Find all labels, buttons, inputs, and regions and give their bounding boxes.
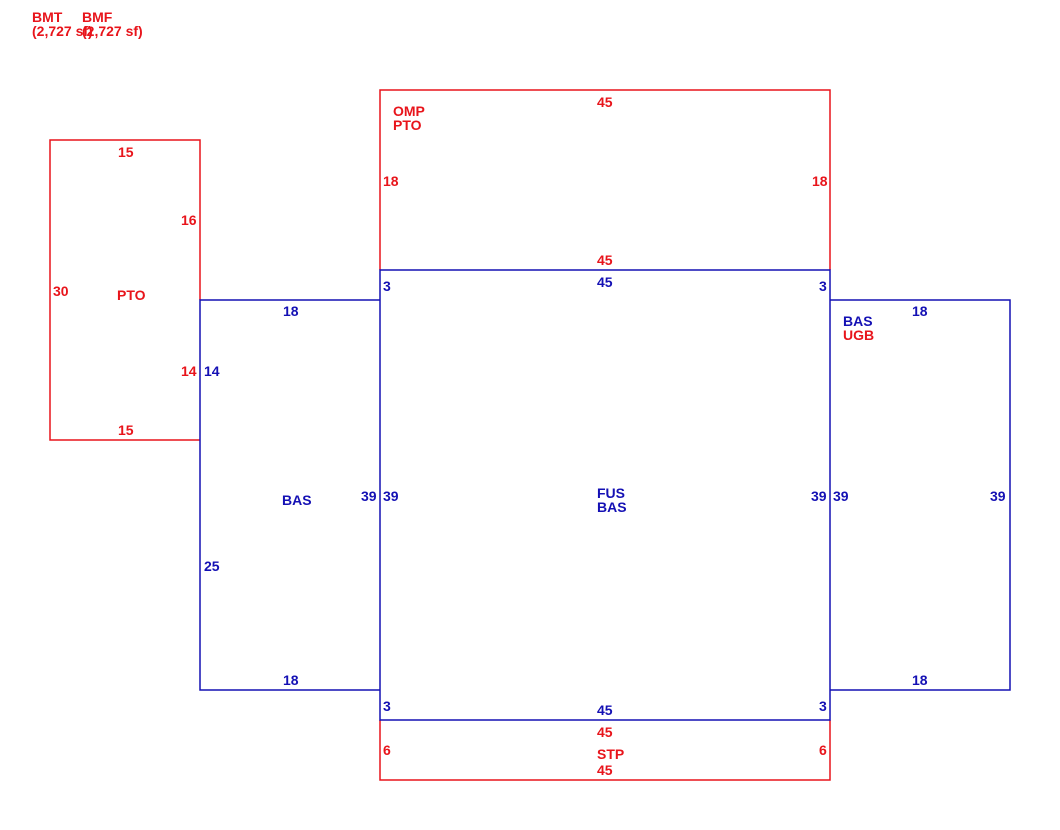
- bas-left-top-dim: 18: [283, 303, 299, 319]
- pto-left-label: PTO: [117, 287, 146, 303]
- bas-left-left-lower-dim: 25: [204, 558, 220, 574]
- fus-label: FUS: [597, 485, 625, 501]
- stp-bottom-dim: 45: [597, 762, 613, 778]
- omp-pto-label: PTO: [393, 117, 422, 133]
- ugb-label: UGB: [843, 327, 874, 343]
- bmf-area: (2,727 sf): [82, 23, 143, 39]
- pto-left-right-upper-dim: 16: [181, 212, 197, 228]
- stp-label: STP: [597, 746, 624, 762]
- fus-bas-corner-top-right: 3: [819, 278, 827, 294]
- bmt-area: (2,727 sf): [32, 23, 93, 39]
- omp-label: OMP: [393, 103, 425, 119]
- pto-left-left-dim: 30: [53, 283, 69, 299]
- fus-bas-bottom-dim: 45: [597, 702, 613, 718]
- omp-pto-top-area: 45 OMP PTO 18 18 45: [379, 89, 831, 270]
- stp-bottom-outline: [379, 720, 831, 781]
- bmf-label: BMF: [82, 9, 113, 25]
- pto-left-right-lower-dim: 14: [181, 363, 197, 379]
- bas-left-right-dim: 39: [361, 488, 377, 504]
- bas-left-left-upper-dim: 14: [204, 363, 220, 379]
- fus-bas-left-dim: 39: [383, 488, 399, 504]
- bmt-label: BMT: [32, 9, 63, 25]
- fus-bas-top-dim: 45: [597, 274, 613, 290]
- bas-ugb-bottom-dim: 18: [912, 672, 928, 688]
- bas-ugb-right-area: 18 BAS UGB 39 39 18: [830, 299, 1011, 691]
- stp-left-dim: 6: [383, 742, 391, 758]
- fus-bas-corner-top-left: 3: [383, 278, 391, 294]
- bas-ugb-top-dim: 18: [912, 303, 928, 319]
- fus-bas-corner-bottom-right: 3: [819, 698, 827, 714]
- omp-pto-top-outline: [379, 89, 831, 270]
- fus-bas-label: BAS: [597, 499, 627, 515]
- bas-ugb-right-dim: 39: [990, 488, 1006, 504]
- fus-bas-right-dim: 39: [811, 488, 827, 504]
- stp-bottom-area: 45 6 6 STP 45: [379, 720, 831, 781]
- fus-bas-center-area: 45 3 3 39 39 FUS BAS 3 3 45: [379, 269, 831, 721]
- pto-left-outline: [49, 139, 201, 441]
- stp-top-dim: 45: [597, 724, 613, 740]
- bas-ugb-left-dim: 39: [833, 488, 849, 504]
- fus-bas-center-outline: [379, 269, 831, 721]
- bas-left-bottom-dim: 18: [283, 672, 299, 688]
- bas-left-area: 18 14 39 BAS 25 18: [199, 299, 380, 691]
- bas-ugb-right-outline: [830, 299, 1011, 691]
- omp-pto-bottom-dim: 45: [597, 252, 613, 268]
- stp-right-dim: 6: [819, 742, 827, 758]
- omp-pto-left-dim: 18: [383, 173, 399, 189]
- pto-left-top-dim: 15: [118, 144, 134, 160]
- bas-right-label: BAS: [843, 313, 873, 329]
- pto-left-area: 15 16 30 PTO 14 15: [49, 139, 201, 441]
- fus-bas-corner-bottom-left: 3: [383, 698, 391, 714]
- omp-pto-top-dim: 45: [597, 94, 613, 110]
- bas-left-label: BAS: [282, 492, 312, 508]
- pto-left-bottom-dim: 15: [118, 422, 134, 438]
- bas-left-outline: [199, 299, 380, 691]
- omp-pto-right-dim: 18: [812, 173, 828, 189]
